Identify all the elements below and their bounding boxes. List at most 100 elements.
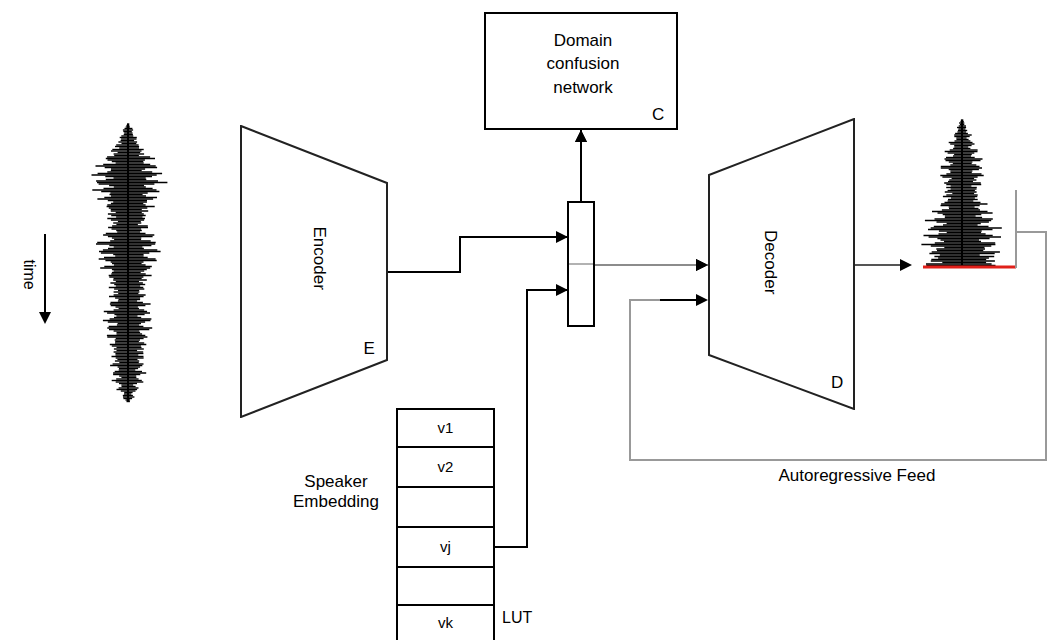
waveform-sample — [111, 215, 146, 216]
waveform-sample — [929, 236, 1001, 237]
waveform-sample — [943, 214, 982, 215]
waveform-sample — [114, 348, 144, 349]
waveform-sample — [111, 273, 145, 274]
waveform-sample — [123, 398, 132, 399]
waveform-sample — [945, 217, 982, 218]
waveform-sample — [941, 239, 980, 240]
waveform-sample — [117, 389, 138, 390]
arrowhead — [696, 259, 708, 271]
waveform-sample — [114, 278, 142, 279]
cell-text: vk — [438, 614, 453, 632]
waveform-sample — [109, 276, 143, 277]
waveform-sample — [116, 357, 144, 358]
waveform-sample — [114, 330, 140, 331]
waveform-sample — [948, 200, 974, 201]
waveform-sample — [109, 185, 144, 186]
waveform-sample — [112, 380, 142, 381]
waveform-sample — [956, 137, 966, 138]
waveform-sample — [946, 184, 981, 185]
waveform-sample — [106, 179, 147, 180]
waveform-sample — [960, 121, 963, 122]
waveform-sample — [948, 152, 975, 153]
waveform-sample — [111, 195, 146, 196]
waveform-sample — [942, 209, 980, 210]
waveform-sample — [104, 311, 147, 312]
waveform-sample — [951, 188, 977, 189]
waveform-sample — [127, 401, 130, 402]
waveform-sample — [935, 218, 993, 219]
waveform-sample — [96, 165, 156, 166]
waveform-sample — [950, 172, 971, 173]
bracket-line — [1015, 190, 1017, 268]
waveform-sample — [945, 191, 977, 192]
waveform-sample — [936, 248, 985, 249]
waveform-sample — [97, 182, 167, 183]
table-border — [397, 409, 494, 640]
waveform-sample — [116, 216, 142, 217]
waveform-sample — [107, 335, 145, 336]
waveform-sample — [114, 291, 140, 292]
waveform-sample — [118, 300, 137, 301]
waveform-sample — [119, 369, 136, 370]
waveform-sample — [117, 347, 142, 348]
waveform-sample — [114, 155, 139, 156]
waveform-sample — [931, 260, 995, 261]
waveform-sample — [957, 131, 966, 132]
waveform-sample — [116, 381, 144, 382]
waveform-sample — [938, 257, 989, 258]
waveform-sample — [124, 392, 132, 393]
waveform-sample — [110, 365, 142, 366]
waveform-sample — [114, 317, 141, 318]
table-row-line — [397, 446, 494, 448]
waveform-sample — [108, 159, 145, 160]
waveform-sample — [114, 186, 146, 187]
waveform-sample — [107, 156, 150, 157]
waveform-sample — [116, 338, 144, 339]
waveform-sample — [116, 285, 140, 286]
waveform-sample — [127, 123, 129, 124]
block-letter: D — [831, 373, 843, 393]
waveform-sample — [114, 294, 146, 295]
cell-text: v2 — [438, 458, 454, 476]
waveform-sample — [126, 126, 130, 127]
waveform-sample — [119, 387, 139, 388]
waveform-sample — [115, 353, 143, 354]
waveform-sample — [945, 215, 976, 216]
trapezoid-outline — [241, 126, 387, 417]
table-cell: v2 — [396, 447, 495, 487]
table-row-line — [397, 486, 494, 488]
waveform-sample — [112, 237, 141, 238]
waveform-sample — [125, 128, 133, 129]
connector — [388, 237, 708, 272]
waveform-sample — [114, 309, 145, 310]
waveform-sample — [111, 168, 145, 169]
waveform-sample — [121, 135, 133, 136]
waveform-sample — [951, 185, 972, 186]
waveform-sample — [117, 324, 139, 325]
waveform-sample — [107, 336, 147, 337]
waveform-sample — [101, 191, 159, 192]
waveform-sample — [120, 137, 137, 138]
waveform-sample — [949, 161, 973, 162]
waveform-sample — [959, 122, 964, 123]
box-letter: C — [652, 105, 664, 125]
waveform-sample — [108, 236, 153, 237]
waveform-sample — [114, 239, 141, 240]
waveform-sample — [926, 263, 992, 264]
waveform-sample — [112, 272, 141, 273]
decoder-trapezoid: DecoderD — [708, 118, 855, 410]
waveform-sample — [113, 222, 141, 223]
waveform-sample — [108, 200, 147, 201]
waveform-sample — [103, 164, 150, 165]
waveform-sample — [109, 287, 144, 288]
table-row-line — [397, 566, 494, 568]
waveform-sample — [103, 249, 157, 250]
waveform-sample — [109, 329, 149, 330]
waveform-sample — [945, 151, 978, 152]
waveform-sample — [938, 212, 993, 213]
waveform-sample — [123, 131, 132, 132]
waveform-sample — [107, 312, 150, 313]
shape-outline — [708, 118, 855, 410]
trapezoid-outline — [709, 119, 854, 409]
waveform-sample — [944, 241, 981, 242]
